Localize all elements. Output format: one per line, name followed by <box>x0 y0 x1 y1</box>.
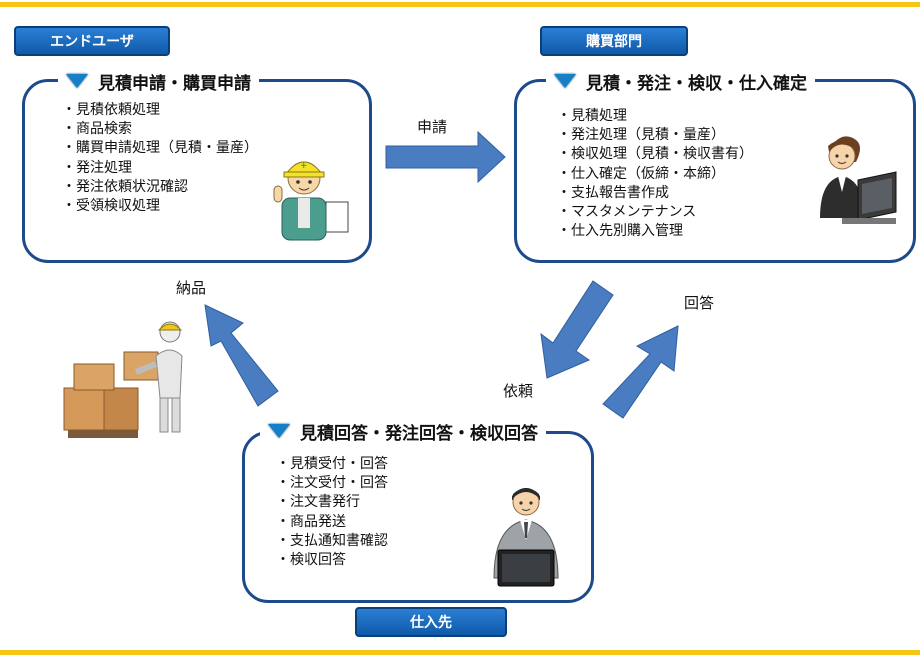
delivery-arrow <box>204 304 279 407</box>
answer-arrow <box>602 325 679 419</box>
label-answer: 回答 <box>684 294 715 312</box>
list-item: 検収処理（見積・検収書有） <box>557 145 753 164</box>
triangle-down-icon <box>268 424 290 438</box>
list-item: 発注処理（見積・量産） <box>557 126 753 145</box>
label-delivery: 納品 <box>176 279 207 297</box>
delivery-boxes-icon <box>63 321 183 438</box>
list-item: 見積受付・回答 <box>276 455 388 474</box>
list-item: 見積処理 <box>557 107 753 126</box>
list-item: 商品発送 <box>276 513 388 532</box>
purchasing-item-list: 見積処理 発注処理（見積・量産） 検収処理（見積・検収書有） 仕入確定（仮締・本… <box>557 107 753 241</box>
helmet-worker-icon: + <box>273 161 349 241</box>
label-request: 依頼 <box>503 382 534 400</box>
bottom-accent-bar <box>0 650 920 655</box>
label-apply: 申請 <box>417 118 448 136</box>
list-item: 仕入確定（仮締・本締） <box>557 165 753 184</box>
list-item: 支払通知書確認 <box>276 532 388 551</box>
supplier-title-text: 見積回答・発注回答・検収回答 <box>300 423 538 444</box>
list-item: 支払報告書作成 <box>557 184 753 203</box>
list-item: 発注依頼状況確認 <box>62 178 258 197</box>
request-arrow <box>540 280 614 379</box>
list-item: 購買申請処理（見積・量産） <box>62 139 258 158</box>
list-item: 注文書発行 <box>276 493 388 512</box>
supplier-item-list: 見積受付・回答 注文受付・回答 注文書発行 商品発送 支払通知書確認 検収回答 <box>276 455 388 570</box>
svg-text:+: + <box>300 161 308 171</box>
apply-arrow <box>385 130 506 184</box>
supplier-box-title: 見積回答・発注回答・検収回答 <box>260 420 546 444</box>
list-item: 見積依頼処理 <box>62 101 258 120</box>
list-item: 検収回答 <box>276 551 388 570</box>
list-item: 発注処理 <box>62 159 258 178</box>
role-purchasing: 購買部門 <box>540 26 688 56</box>
top-accent-bar <box>0 2 920 7</box>
list-item: 仕入先別購入管理 <box>557 222 753 241</box>
purchasing-box-title: 見積・発注・検収・仕入確定 <box>546 70 815 94</box>
office-woman-icon <box>820 136 897 224</box>
end-user-title-text: 見積申請・購買申請 <box>98 73 251 94</box>
purchasing-title-text: 見積・発注・検収・仕入確定 <box>586 73 807 94</box>
triangle-down-icon <box>66 74 88 88</box>
list-item: 商品検索 <box>62 120 258 139</box>
businessman-laptop-icon <box>493 488 559 587</box>
triangle-down-icon <box>554 74 576 88</box>
role-end-user: エンドユーザ <box>14 26 170 56</box>
end-user-box-title: 見積申請・購買申請 <box>58 70 259 94</box>
list-item: 受領検収処理 <box>62 197 258 216</box>
end-user-item-list: 見積依頼処理 商品検索 購買申請処理（見積・量産） 発注処理 発注依頼状況確認 … <box>62 101 258 216</box>
list-item: マスタメンテナンス <box>557 203 753 222</box>
list-item: 注文受付・回答 <box>276 474 388 493</box>
role-supplier: 仕入先 <box>355 607 507 637</box>
